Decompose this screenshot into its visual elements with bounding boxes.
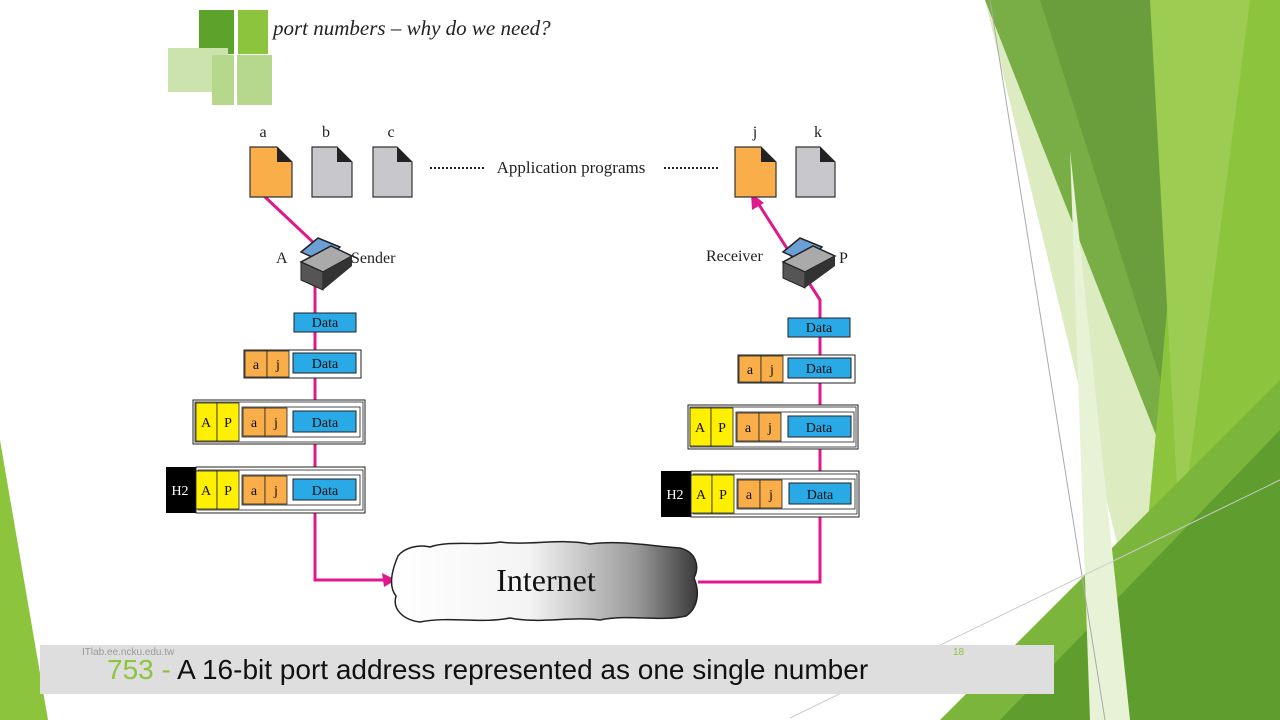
sender-app-layer-data: Data <box>293 312 357 333</box>
src-host-label: A <box>201 484 212 499</box>
caption-bar <box>40 645 1054 694</box>
src-port-label: a <box>253 358 260 373</box>
app-file-b <box>311 146 353 198</box>
sender-laptop-icon <box>299 237 354 291</box>
dst-port-label: j <box>769 363 774 378</box>
dst-host-label: P <box>719 488 727 503</box>
receiver-label: Receiver <box>706 248 764 265</box>
frame-header-label: H2 <box>171 484 188 499</box>
src-port-label: a <box>747 363 754 378</box>
caption-text: A 16-bit port address represented as one… <box>177 654 869 685</box>
data-label: Data <box>806 321 833 336</box>
data-label: Data <box>312 484 339 499</box>
app-file-k <box>795 146 836 198</box>
receiver-network-packet: A P a j Data <box>687 404 859 450</box>
dst-port-label: j <box>767 421 772 436</box>
src-port-label: a <box>746 488 753 503</box>
internet-cloud: Internet <box>390 540 699 623</box>
app-file-a <box>249 146 293 198</box>
caption-separator: - <box>153 654 178 685</box>
receiver-frame: H2 A P a j Data <box>661 470 860 518</box>
src-host-label: A <box>695 421 706 436</box>
app-file-c <box>372 146 413 198</box>
data-label: Data <box>806 421 833 436</box>
frame-header-label: H2 <box>666 488 683 503</box>
data-label: Data <box>807 488 834 503</box>
data-label: Data <box>312 316 339 331</box>
app-file-j <box>734 146 777 198</box>
dst-host-label: P <box>224 484 232 499</box>
arrow-into-internet <box>382 573 396 587</box>
dst-port-label: j <box>275 358 280 373</box>
slide-title: port numbers – why do we need? <box>273 16 551 40</box>
receiver-transport-segment: a j Data <box>737 354 856 384</box>
data-label: Data <box>312 416 339 431</box>
app-label-k: k <box>814 124 822 141</box>
dst-port-label: j <box>273 416 278 431</box>
receiver-host-label: P <box>839 250 848 267</box>
application-programs-label: Application programs <box>497 158 646 177</box>
src-host-label: A <box>201 416 212 431</box>
receiver-app-layer-data: Data <box>787 317 851 338</box>
app-label-b: b <box>322 124 330 141</box>
footer-site-label: ITlab.ee.ncku.edu.tw <box>82 647 175 658</box>
sender-label: Sender <box>351 250 396 267</box>
caption-number: 753 <box>107 654 154 685</box>
src-port-label: a <box>251 416 258 431</box>
dst-host-label: P <box>224 416 232 431</box>
sender-transport-segment: a j Data <box>243 349 362 379</box>
app-label-c: c <box>387 124 394 141</box>
caption: 753 - A 16-bit port address represented … <box>107 654 868 686</box>
dst-port-label: j <box>273 484 278 499</box>
src-port-label: a <box>251 484 258 499</box>
src-host-label: A <box>696 488 707 503</box>
internet-label: Internet <box>496 562 596 598</box>
left-green-triangle <box>0 440 48 720</box>
title-decoration-squares <box>168 0 272 110</box>
dst-host-label: P <box>718 421 726 436</box>
sender-network-packet: A P a j Data <box>192 399 366 445</box>
sender-frame: H2 A P a j Data <box>166 466 366 514</box>
app-label-j: j <box>752 124 757 141</box>
sender-host-label: A <box>276 250 288 267</box>
footer-page-number: 18 <box>953 647 965 658</box>
receiver-laptop-icon <box>781 237 837 289</box>
dst-port-label: j <box>768 488 773 503</box>
data-label: Data <box>806 362 833 377</box>
data-label: Data <box>312 357 339 372</box>
app-label-a: a <box>259 124 266 141</box>
src-port-label: a <box>745 421 752 436</box>
right-decorative-panel <box>789 0 1280 720</box>
